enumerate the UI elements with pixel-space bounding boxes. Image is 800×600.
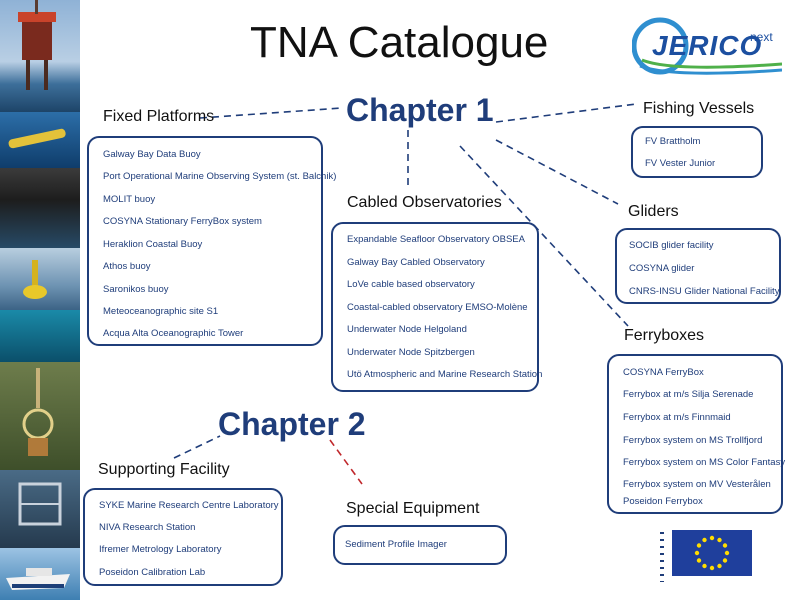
list-item: COSYNA glider <box>629 263 695 274</box>
list-item: COSYNA Stationary FerryBox system <box>103 216 262 227</box>
connector-special-equipment <box>329 439 363 485</box>
list-item: Athos buoy <box>103 261 151 272</box>
fixed-platforms-heading: Fixed Platforms <box>103 108 215 125</box>
list-item: FV Brattholm <box>645 136 701 147</box>
connector-fishing-vessels <box>495 103 637 123</box>
photo-oil-platform <box>0 0 80 112</box>
cabled-observatories-heading: Cabled Observatories <box>347 194 502 211</box>
list-item: Ferrybox system on MV Vesterålen <box>623 479 771 490</box>
list-item: Poseidon Calibration Lab <box>99 567 206 578</box>
fishing-vessels-box: FV Brattholm FV Vester Junior <box>631 126 763 178</box>
fixed-platforms-box: Galway Bay Data Buoy Port Operational Ma… <box>87 136 336 346</box>
connector-gliders <box>495 139 619 205</box>
list-item: SOCIB glider facility <box>629 240 714 251</box>
list-item: Expandable Seafloor Observatory OBSEA <box>347 234 525 245</box>
list-item: Port Operational Marine Observing System… <box>103 171 337 182</box>
logo-text: JERICO <box>652 30 763 61</box>
list-item: Meteoceanographic site S1 <box>103 306 219 317</box>
photo-underwater-glider <box>0 112 80 168</box>
list-item: Coastal-cabled observatory EMSO-Molène <box>347 302 528 313</box>
photo-strip <box>0 0 80 600</box>
supporting-facility-box: SYKE Marine Research Centre Laboratory N… <box>83 488 283 586</box>
photo-ship <box>0 548 80 600</box>
photo-yellow-buoy <box>0 248 80 310</box>
chapter-2-label: Chapter 2 <box>218 406 366 442</box>
list-item: COSYNA FerryBox <box>623 367 704 378</box>
list-item: Galway Bay Cabled Observatory <box>347 257 485 268</box>
list-item: FV Vester Junior <box>645 158 716 169</box>
list-item: SYKE Marine Research Centre Laboratory <box>99 500 279 511</box>
eu-flag <box>672 530 752 576</box>
list-item: Heraklion Coastal Buoy <box>103 239 203 250</box>
photo-ferrybox-rig <box>0 470 80 548</box>
page-title: TNA Catalogue <box>250 18 549 67</box>
photo-instrument-frame <box>0 362 80 470</box>
ferryboxes-box: COSYNA FerryBox Ferrybox at m/s Silja Se… <box>607 354 786 514</box>
ferryboxes-heading: Ferryboxes <box>624 327 705 344</box>
list-item: Ferrybox at m/s Silja Serenade <box>623 389 754 400</box>
special-equipment-heading: Special Equipment <box>346 500 480 517</box>
list-item: Saronikos buoy <box>103 284 169 295</box>
list-item: Galway Bay Data Buoy <box>103 149 201 160</box>
fishing-vessels-heading: Fishing Vessels <box>643 100 755 117</box>
globe-icon <box>632 17 782 75</box>
list-item: Utö Atmospheric and Marine Research Stat… <box>347 369 543 380</box>
dotted-divider <box>660 532 664 582</box>
jerico-next-logo: JERICO next <box>632 12 782 82</box>
list-item: Poseidon Ferrybox <box>623 496 703 507</box>
list-item: Underwater Node Helgoland <box>347 324 467 335</box>
supporting-facility-heading: Supporting Facility <box>98 461 230 478</box>
special-equipment-box: Sediment Profile Imager <box>333 525 507 565</box>
gliders-heading: Gliders <box>628 203 679 220</box>
list-item: Ferrybox system on MS Color Fantasy <box>623 457 786 468</box>
list-item: NIVA Research Station <box>99 522 196 533</box>
list-item: Ifremer Metrology Laboratory <box>99 544 222 555</box>
list-item: Acqua Alta Oceanographic Tower <box>103 328 244 339</box>
list-item: Underwater Node Spitzbergen <box>347 347 475 358</box>
list-item: Sediment Profile Imager <box>345 539 447 550</box>
list-item: CNRS-INSU Glider National Facility <box>629 286 780 297</box>
list-item: LoVe cable based observatory <box>347 279 475 290</box>
list-item: Ferrybox at m/s Finnmaid <box>623 412 731 423</box>
list-item: Ferrybox system on MS Trollfjord <box>623 435 763 446</box>
logo-suffix: next <box>750 30 773 44</box>
connector-fixed-platforms <box>199 107 343 119</box>
connector-supporting-facility <box>173 435 221 459</box>
photo-ferry-aerial <box>0 168 80 248</box>
chapter-1-label: Chapter 1 <box>346 92 494 128</box>
gliders-box: SOCIB glider facility COSYNA glider CNRS… <box>615 228 781 304</box>
photo-underwater-node <box>0 310 80 362</box>
cabled-observatories-box: Expandable Seafloor Observatory OBSEA Ga… <box>331 222 543 392</box>
list-item: MOLIT buoy <box>103 194 156 205</box>
eu-stars-icon <box>694 535 730 571</box>
